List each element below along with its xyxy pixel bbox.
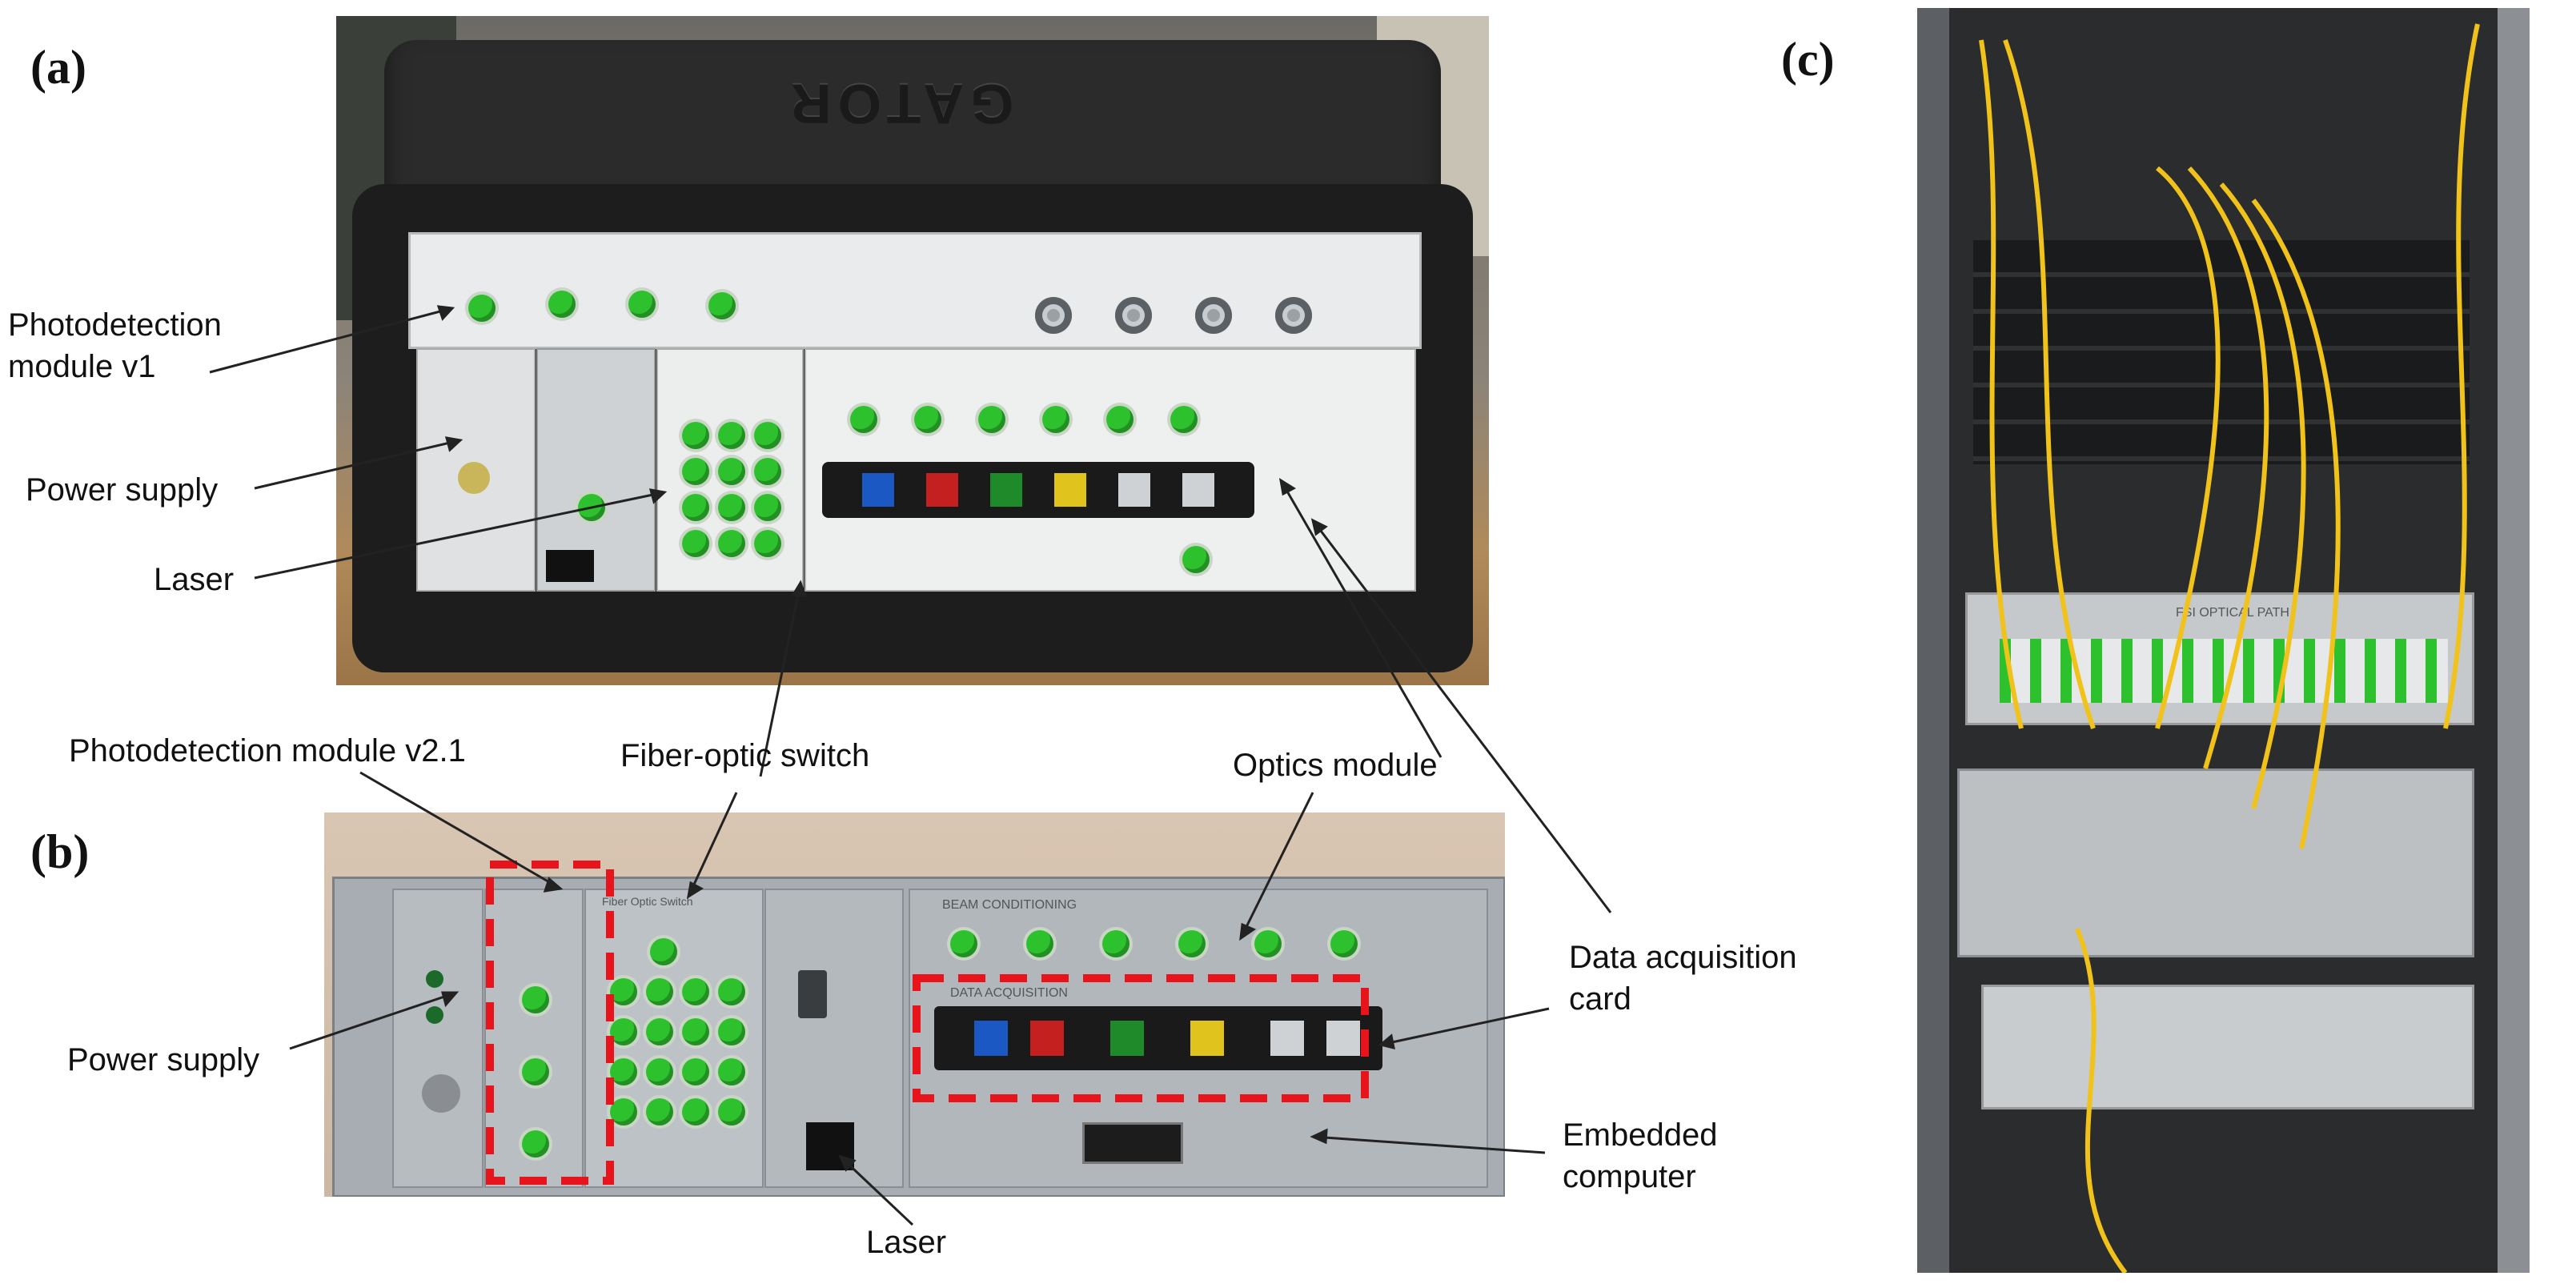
beam-conditioning-title: BEAM CONDITIONING (942, 898, 1077, 912)
optics-module-panel-a (804, 348, 1416, 592)
callout-laser-a: Laser (154, 562, 235, 597)
photodetection-module-v21-panel (484, 889, 584, 1188)
photo-b-rack-unit: Fiber Optic Switch BEAM CONDITIONING DAT… (324, 813, 1505, 1197)
panel-label-a: (a) (30, 41, 86, 94)
callout-photodetection-v1-line2: module v1 (8, 349, 156, 384)
fiber-cables (1979, 23, 2480, 1273)
callout-laser-b: Laser (866, 1225, 947, 1260)
callout-power-supply-a: Power supply (26, 472, 219, 508)
photo-c-rack-cabinet: FSI OPTICAL PATH (1917, 8, 2530, 1273)
callout-data-acquisition-line2: card (1569, 981, 1631, 1017)
callout-power-supply-b: Power supply (67, 1042, 260, 1077)
power-supply-panel-b (392, 889, 484, 1188)
data-acquisition-card-a (822, 462, 1254, 518)
callout-fiber-optic-switch: Fiber-optic switch (620, 738, 870, 773)
fiber-optic-switch-plate-text: Fiber Optic Switch (602, 895, 693, 908)
callout-embedded-computer-line1: Embedded (1563, 1117, 1718, 1153)
power-supply-panel-a (416, 348, 536, 592)
callout-photodetection-v1-line1: Photodetection (8, 307, 222, 343)
callout-embedded-computer-line2: computer (1563, 1159, 1696, 1194)
photo-a-portable-case: GATOR (336, 16, 1489, 685)
fiber-optic-switch-panel-b: Fiber Optic Switch (584, 889, 764, 1188)
rack-servers (1973, 240, 2470, 464)
embedded-computer-port (1082, 1122, 1183, 1164)
rack-fsi-label: FSI OPTICAL PATH (2176, 606, 2289, 620)
callout-photodetection-v1: Photodetection module v1 (8, 304, 222, 387)
case-lid-logo: GATOR (784, 73, 1014, 135)
laser-panel-b (764, 889, 904, 1188)
panel-label-c: (c) (1781, 33, 1835, 86)
rack-crate (1957, 768, 2474, 957)
data-acquisition-title: DATA ACQUISITION (950, 986, 1068, 1000)
fiber-optic-switch-panel-a (656, 348, 804, 592)
panel-label-b: (b) (30, 825, 90, 878)
callout-data-acquisition-card: Data acquisition card (1569, 937, 1797, 1020)
rack-bottom-panel (1981, 985, 2474, 1109)
callout-embedded-computer: Embedded computer (1563, 1114, 1717, 1198)
photodetection-module-v1-panel (408, 232, 1422, 349)
laser-panel-a (536, 348, 656, 592)
rack-fsi-optical-path-panel: FSI OPTICAL PATH (1965, 592, 2474, 725)
callout-photodetection-v21: Photodetection module v2.1 (69, 733, 466, 768)
callout-optics-module: Optics module (1233, 748, 1438, 783)
beam-conditioning-panel: BEAM CONDITIONING DATA ACQUISITION (909, 889, 1488, 1188)
callout-data-acquisition-line1: Data acquisition (1569, 940, 1797, 975)
data-acquisition-card-b (934, 1006, 1382, 1070)
